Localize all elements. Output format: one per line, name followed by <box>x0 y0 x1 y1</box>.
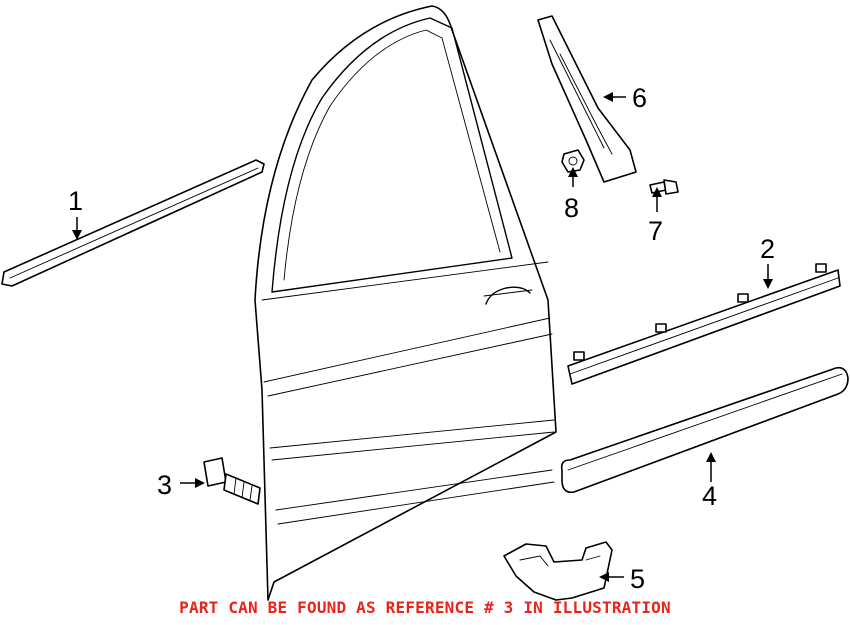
side-molding-with-clips-part <box>567 263 841 385</box>
callout-1: 1 <box>68 186 83 216</box>
bolt-part <box>203 457 261 505</box>
belt-molding-part <box>1 159 265 287</box>
door-frame-trim-part <box>537 15 637 183</box>
screw-part <box>649 179 679 195</box>
callout-2: 2 <box>760 234 775 264</box>
callout-3: 3 <box>157 470 172 500</box>
leader-6-arrow <box>603 92 626 102</box>
callout-7: 7 <box>648 216 663 246</box>
leader-8-arrow <box>568 167 578 187</box>
clip-nut-part <box>561 149 585 173</box>
bracket-part <box>503 541 613 601</box>
leader-4-arrow <box>706 452 716 482</box>
body-side-molding-part <box>560 366 849 494</box>
callout-4: 4 <box>702 481 717 511</box>
leader-2-arrow <box>763 264 773 289</box>
leader-3-arrow <box>180 478 205 488</box>
callout-6: 6 <box>632 83 647 113</box>
leader-5-arrow <box>599 572 624 582</box>
leader-1-arrow <box>72 217 82 240</box>
leader-7-arrow <box>652 187 662 212</box>
callout-5: 5 <box>630 564 645 594</box>
reference-footnote: PART CAN BE FOUND AS REFERENCE # 3 IN IL… <box>179 598 671 617</box>
front-door-shell <box>254 5 557 601</box>
callout-8: 8 <box>564 193 579 223</box>
